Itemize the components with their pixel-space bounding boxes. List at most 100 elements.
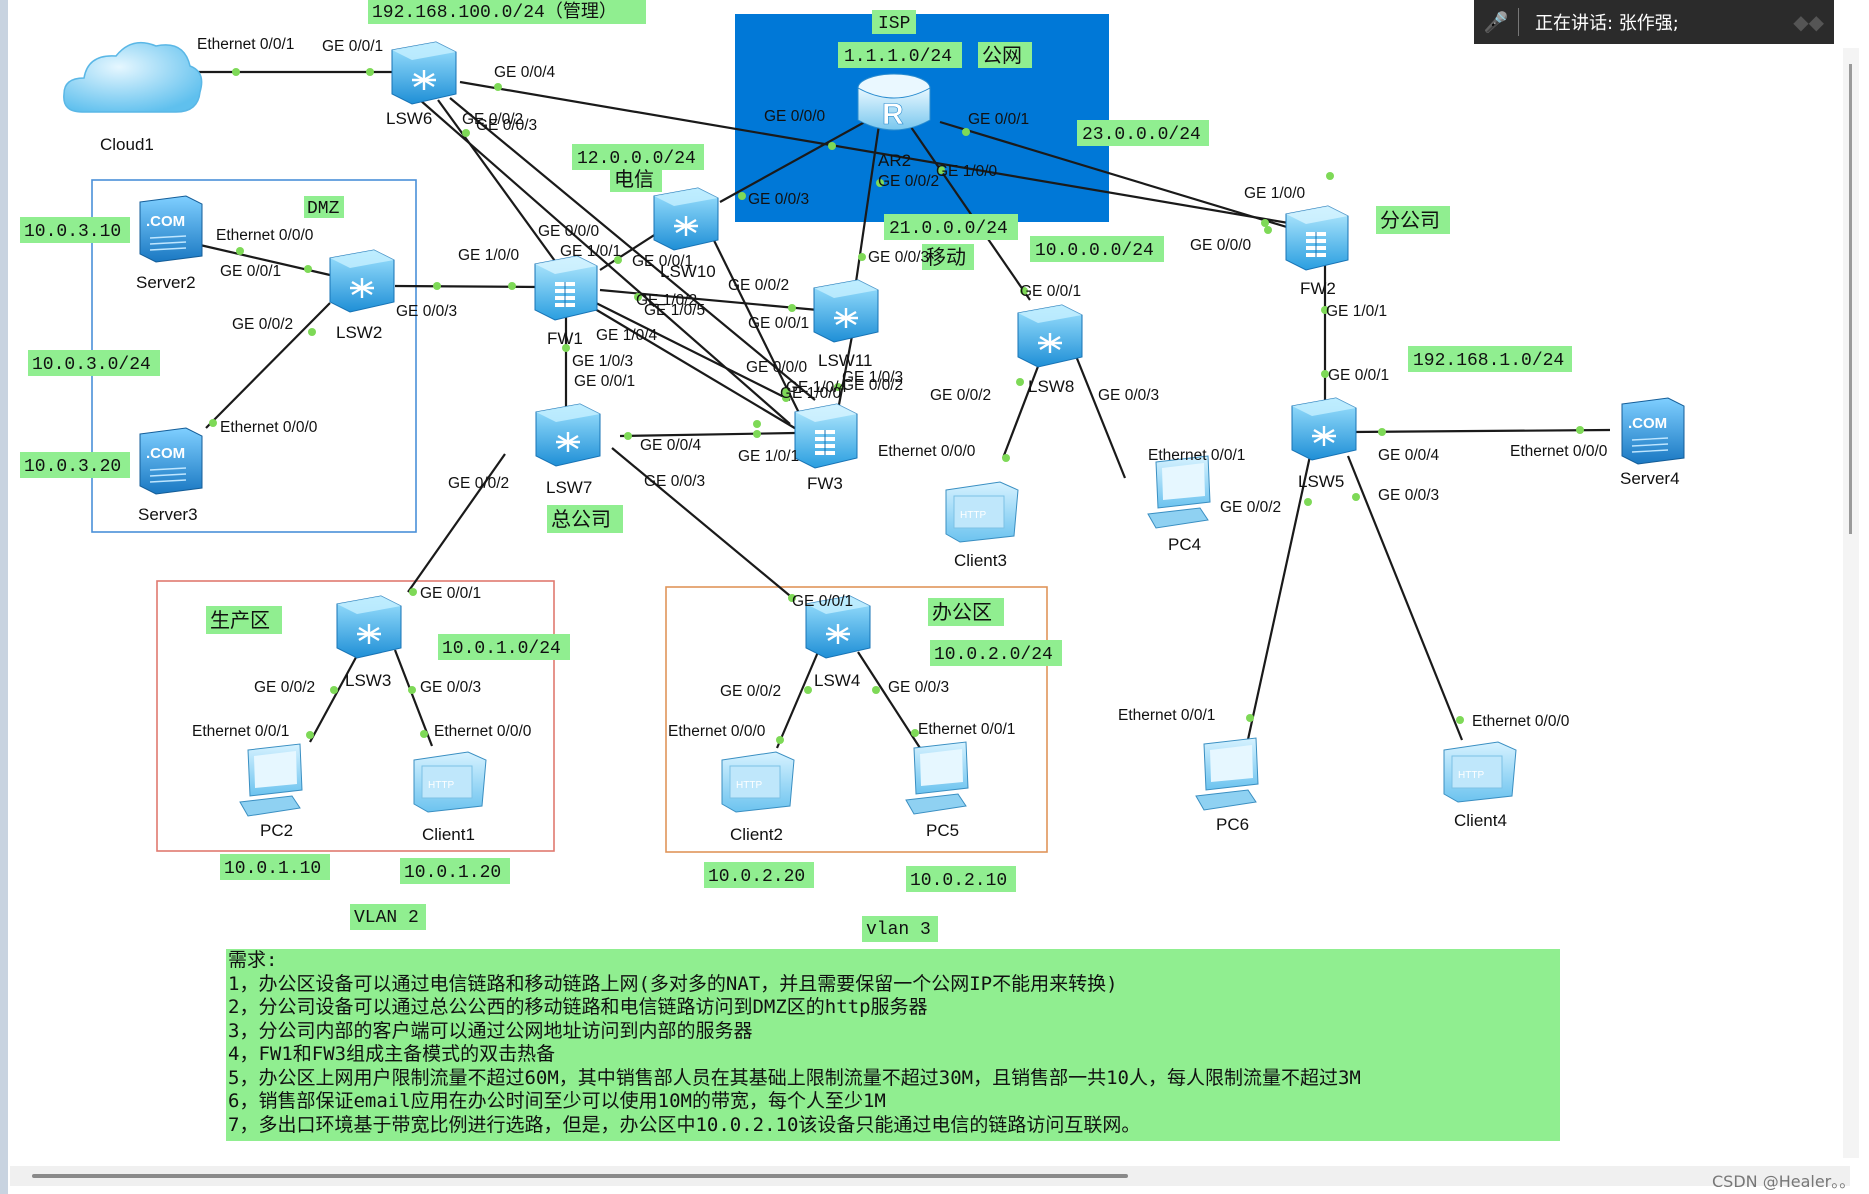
device-label-lsw7: LSW7 xyxy=(546,478,592,497)
requirement-item: 6，销售部保证email应用在办公时间至少可以使用10M的带宽，每个人至少1M xyxy=(228,1090,886,1112)
links xyxy=(192,70,1611,749)
http-client-icon[interactable]: HTTP Client4 xyxy=(1443,741,1517,830)
device-label-server2: Server2 xyxy=(136,273,196,292)
device-label-lsw8: LSW8 xyxy=(1028,377,1074,396)
port-label: GE 0/0/1 xyxy=(322,38,383,55)
port-label: Ethernet 0/0/0 xyxy=(1510,443,1608,460)
switch-icon[interactable]: LSW5 xyxy=(1291,397,1357,491)
http-client-icon[interactable]: HTTP Client2 xyxy=(721,751,795,844)
tag-dmz-net: 10.0.3.0/24 xyxy=(32,355,151,375)
server-badge: .COM xyxy=(146,213,185,230)
http-badge: HTTP xyxy=(428,780,454,791)
port-label: GE 0/0/3 xyxy=(1098,387,1159,404)
tag-vlan2: VLAN 2 xyxy=(354,908,419,928)
pc-icon[interactable]: PC5 xyxy=(905,741,969,840)
port-dots xyxy=(209,68,1584,744)
port-label: GE 0/0/0 xyxy=(764,108,826,125)
port-label: GE 0/0/2 xyxy=(842,377,903,394)
requirement-item: 1，办公区设备可以通过电信链路和移动链路上网(多对多的NAT，并且需要保留一个公… xyxy=(228,972,1118,995)
microphone-icon: 🎤 xyxy=(1483,10,1509,34)
network-tags: 192.168.100.0/24（管理） ISP 1.1.1.0/24 公网 1… xyxy=(20,0,1572,942)
zone-label-office: 办公区 xyxy=(932,600,992,624)
port-label: GE 1/0/4 xyxy=(786,379,848,396)
pc-icon[interactable]: PC2 xyxy=(239,743,303,840)
switch-icon[interactable]: LSW6 xyxy=(386,41,457,128)
scrollbar-thumb[interactable] xyxy=(1849,64,1852,534)
switch-icon[interactable]: LSW7 xyxy=(535,403,601,497)
port-label: GE 1/0/3 xyxy=(572,353,633,370)
port-label: GE 0/0/2 xyxy=(720,683,781,700)
zone-label-dmz: DMZ xyxy=(307,199,340,219)
device-label-client1: Client1 xyxy=(422,825,475,844)
port-label: GE 0/0/3 xyxy=(476,117,537,134)
zone-label-production: 生产区 xyxy=(210,608,270,632)
switch-icon[interactable]: LSW10 xyxy=(653,187,719,281)
port-label: Ethernet 0/0/1 xyxy=(918,721,1015,738)
scrollbar-thumb[interactable] xyxy=(32,1174,1128,1178)
tag-net102: 10.0.2.0/24 xyxy=(934,645,1053,665)
firewall-icon[interactable]: FW2 xyxy=(1285,205,1349,298)
http-badge: HTTP xyxy=(736,780,762,791)
device-label-ar2: AR2 xyxy=(878,151,911,170)
cloud-icon[interactable]: Cloud1 xyxy=(63,41,203,154)
port-label: Ethernet 0/0/0 xyxy=(216,227,314,244)
tag-net21: 21.0.0.0/24 xyxy=(889,219,1008,239)
port-label: GE 1/0/1 xyxy=(738,448,799,465)
switch-icon[interactable]: LSW2 xyxy=(329,249,395,342)
tag-net12: 12.0.0.0/24 xyxy=(577,149,696,169)
switch-icon[interactable]: LSW3 xyxy=(336,595,402,690)
http-badge: HTTP xyxy=(960,510,986,521)
firewall-icon[interactable]: FW1 xyxy=(534,255,598,348)
port-label: GE 0/0/3 xyxy=(644,473,705,490)
port-label: GE 0/0/1 xyxy=(632,253,693,270)
device-label-lsw10: LSW10 xyxy=(660,262,716,281)
server-icon[interactable]: .COM Server4 xyxy=(1620,397,1685,488)
divider xyxy=(1518,8,1519,36)
http-client-icon[interactable]: HTTP Client3 xyxy=(945,481,1019,570)
requirements-panel: 需求: 1，办公区设备可以通过电信链路和移动链路上网(多对多的NAT，并且需要保… xyxy=(226,949,1560,1141)
server-icon[interactable]: .COM Server2 xyxy=(136,195,203,292)
switch-icon[interactable]: LSW4 xyxy=(805,595,871,690)
port-label: GE 0/0/1 xyxy=(420,585,481,602)
port-label: Ethernet 0/0/0 xyxy=(220,419,318,436)
device-label-pc2: PC2 xyxy=(260,821,293,840)
pc-icon[interactable]: PC6 xyxy=(1195,737,1259,834)
vertical-scrollbar[interactable] xyxy=(1843,48,1859,1158)
router-icon[interactable]: R AR2 xyxy=(857,73,931,170)
port-label: GE 0/0/3 xyxy=(888,679,949,696)
device-label-server3: Server3 xyxy=(138,505,198,524)
http-client-icon[interactable]: HTTP Client1 xyxy=(413,751,487,844)
firewall-icon[interactable]: FW3 xyxy=(794,403,858,493)
tag-hq: 总公司 xyxy=(551,507,611,531)
horizontal-scrollbar[interactable] xyxy=(10,1166,1850,1186)
port-labels: Ethernet 0/0/1 GE 0/0/1 GE 0/0/4 GE 0/0/… xyxy=(192,36,1608,740)
device-label-fw2: FW2 xyxy=(1300,279,1336,298)
port-label: GE 0/0/0 xyxy=(746,359,808,376)
port-label: GE 0/0/1 xyxy=(1020,283,1081,300)
port-label: GE 1/0/1 xyxy=(1326,303,1387,320)
port-label: Ethernet 0/0/1 xyxy=(192,723,289,740)
device-label-fw1: FW1 xyxy=(547,329,583,348)
port-label: GE 0/0/1 xyxy=(968,111,1029,128)
tag-ip2020: 10.0.2.20 xyxy=(708,867,805,887)
port-label: GE 0/0/2 xyxy=(878,173,939,190)
port-label: GE 0/0/3 xyxy=(748,191,809,208)
server-badge: .COM xyxy=(146,445,185,462)
port-label: GE 0/0/1 xyxy=(574,373,635,390)
tag-net23: 23.0.0.0/24 xyxy=(1082,125,1201,145)
pc-icon[interactable]: PC4 xyxy=(1147,455,1211,554)
tag-net10: 10.0.0.0/24 xyxy=(1035,241,1154,261)
port-label: GE 0/0/3 xyxy=(420,679,481,696)
device-label-fw3: FW3 xyxy=(807,474,843,493)
speaking-indicator: 🎤 正在讲话: 张作强; ◆◆ xyxy=(1474,0,1834,44)
switch-icon[interactable]: LSW11 xyxy=(813,279,879,370)
port-label: Ethernet 0/0/0 xyxy=(668,723,766,740)
port-label: GE 1/0/0 xyxy=(458,247,520,264)
switch-icon[interactable]: LSW8 xyxy=(1017,304,1083,396)
requirement-item: 7，多出口环境基于带宽比例进行选路，但是，办公区中10.0.2.10该设备只能通… xyxy=(228,1113,1141,1136)
server-icon[interactable]: .COM Server3 xyxy=(138,427,203,524)
server-badge: .COM xyxy=(1628,415,1667,432)
port-label: GE 0/0/1 xyxy=(220,263,281,280)
